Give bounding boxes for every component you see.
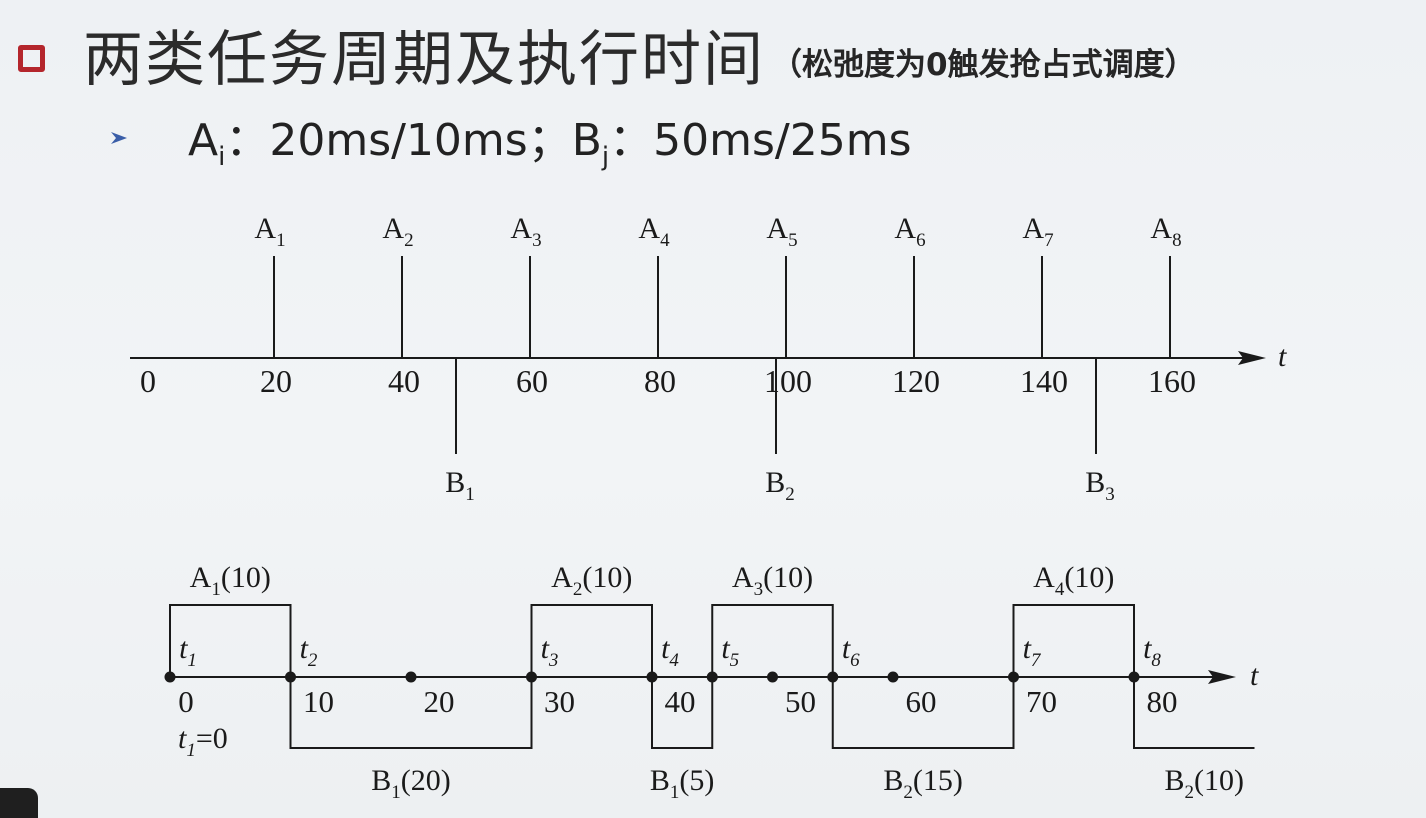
schedule-tick-label: 40 [665,684,696,719]
a-segment-label: A4(10) [1033,561,1114,600]
b-segment-label: B2(15) [883,764,963,803]
schedule-tick-dot [164,671,176,683]
b-arrival-label: B1 [445,466,475,505]
subtitle-b-sub: j [601,141,610,172]
subtitle-a-label: A [188,115,219,167]
subtitle-rest: ：50ms/25ms [609,115,912,167]
slide-title: 两类任务周期及执行时间 （松弛度为0触发抢占式调度） [18,14,1196,95]
schedule-tick-label: 10 [303,684,334,719]
time-point-label: t6 [842,632,860,671]
schedule-tick-label: 50 [785,684,816,719]
title-main: 两类任务周期及执行时间 [83,24,765,95]
a-segment-label: A1(10) [190,561,271,600]
schedule-tick-dot [405,671,417,683]
schedule-tick-dot [1008,671,1019,683]
b-arrival-label: B3 [1085,466,1115,505]
a-segment-label: A2(10) [551,561,632,600]
b-arrival-label: B2 [765,466,795,505]
time-point-label: t1 [179,632,197,671]
time-point-label: t4 [661,632,679,671]
a-execution-segment [1012,604,1135,677]
schedule-tick-label: 60 [906,684,937,719]
top-axis-label: t [1278,340,1287,373]
a-arrival-label: A6 [894,212,925,251]
top-axis-arrowhead [1238,351,1266,365]
b-execution-segment [1133,677,1255,749]
title-note: （松弛度为0触发抢占式调度） [771,46,1196,83]
top-tick-label: 40 [388,363,420,399]
a-execution-segment [711,604,834,677]
top-tick-label: 60 [516,363,548,399]
schedule-axis-arrowhead [1208,670,1236,684]
time-point-label: t5 [721,632,739,671]
schedule-tick-label: 70 [1026,684,1057,719]
a-arrival-label: A7 [1022,212,1053,251]
subtitle-row: Ai：20ms/10ms；Bj：50ms/25ms [110,108,912,172]
top-tick-label: 100 [764,363,812,399]
arrival-timeline: t 0 20 40 60 80 100 120 140 160 A1 A2 A3 A4 A5 A6 A7 A8B1… [130,212,1287,505]
schedule-tick-label: 20 [424,684,455,719]
schedule-tick-dot [887,671,899,683]
square-bullet-icon [18,44,45,72]
b-segment-label: B1(20) [371,764,451,803]
schedule-tick-dot [1128,671,1140,683]
a-execution-segment [530,604,653,677]
top-tick-label: 120 [892,363,940,399]
top-tick-label: 80 [644,363,676,399]
b-segment-label: B1(5) [650,764,715,803]
b-execution-segment [289,677,533,749]
a-arrival-label: A2 [382,212,413,251]
subtitle-a-sub: i [218,141,226,172]
b-segment-label: B2(10) [1165,764,1245,803]
a-arrival-label: A5 [766,212,797,251]
schedule-tick-dot [767,671,778,683]
a-execution-segment [169,604,292,677]
time-point-label: t7 [1023,632,1042,671]
schedule-tick-dot [285,671,296,683]
b-execution-segment [831,677,1015,749]
top-tick-label: 140 [1020,363,1068,399]
time-point-label: t8 [1143,632,1161,671]
schedule-timeline: t A1(10) A2(10) A3(10) A4(10) B1(20) B1(5) B2(1… [164,561,1259,803]
a-arrival-label: A4 [638,212,670,251]
switch-point-dot [706,671,718,683]
subtitle-middle: ：20ms/10ms；B [225,115,602,167]
schedule-tick-dot [646,671,658,683]
subtitle-text: Ai：20ms/10ms；Bj：50ms/25ms [188,104,912,172]
schedule-axis-label: t [1250,659,1259,692]
schedule-tick-label: 30 [544,684,575,719]
a-arrival-label: A1 [254,212,285,251]
initial-time-note: t1=0 [178,722,228,761]
time-point-label: t2 [300,632,318,671]
arrow-bullet-icon [111,132,127,144]
a-arrival-label: A3 [510,212,541,251]
video-control-corner [0,788,38,818]
b-execution-segment [651,677,714,749]
top-tick-label: 0 [140,363,156,399]
time-point-label: t3 [541,632,559,671]
schedule-tick-label: 80 [1147,684,1178,719]
switch-point-dot [827,671,839,683]
top-tick-label: 160 [1148,363,1196,399]
top-tick-label: 20 [260,363,292,399]
schedule-tick-label: 0 [178,684,194,719]
a-arrival-label: A8 [1150,212,1181,251]
schedule-tick-dot [526,671,537,683]
a-segment-label: A3(10) [732,561,813,600]
